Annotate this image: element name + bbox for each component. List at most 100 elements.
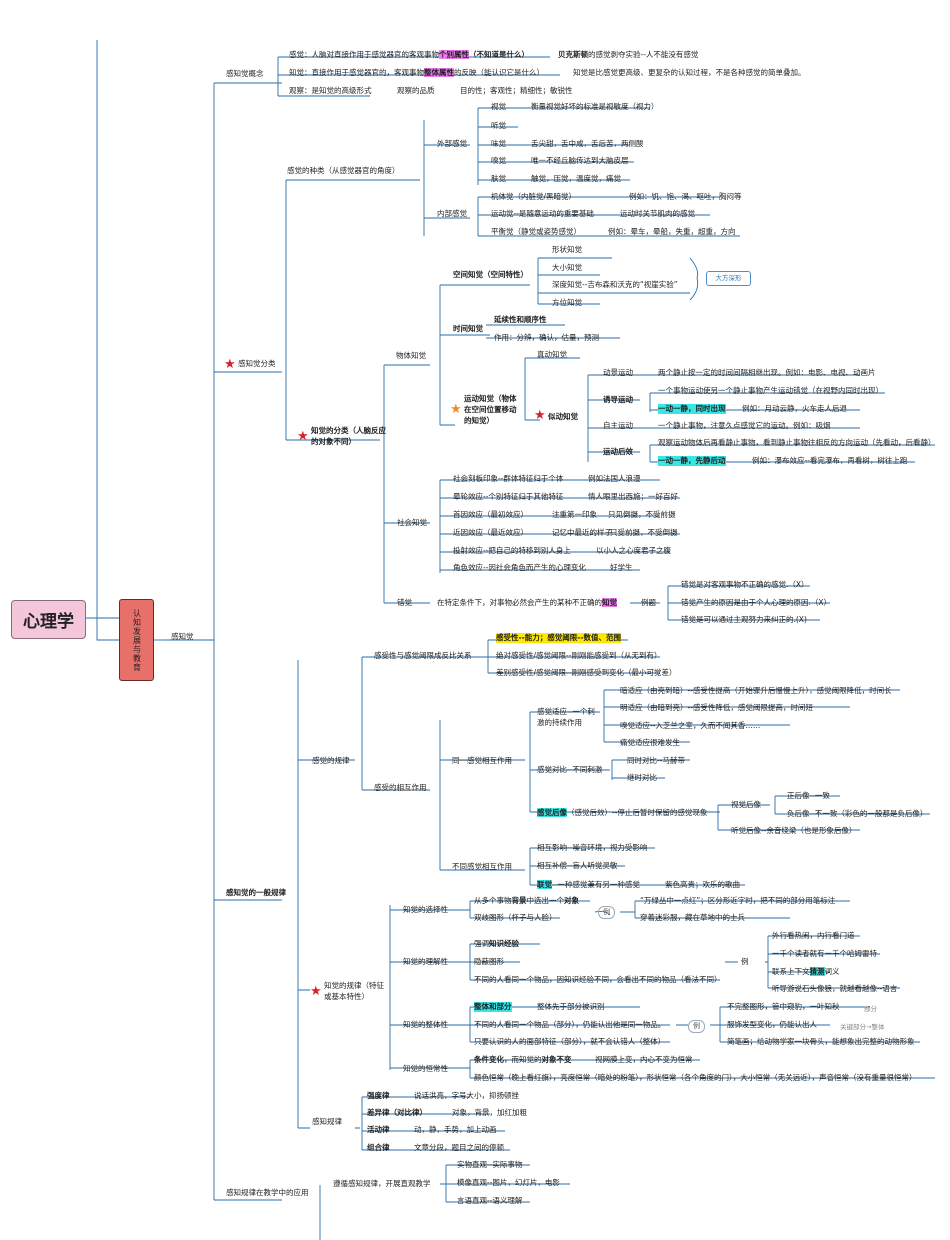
- sense-types[interactable]: 感觉的种类（从感觉器官的角度）: [287, 166, 400, 175]
- auditory-afterimage: 听觉后像--余音绕梁（也是形象后像）: [731, 826, 857, 835]
- wholeness-a: 整体先于部分被识别: [537, 1002, 605, 1011]
- wholeness-example-1-note: 部分: [864, 1005, 877, 1013]
- internal-sense[interactable]: 内部感觉: [437, 209, 467, 218]
- wholeness-example-3: 简笔画；给动物学家一块骨头，能想象出完整的动物形象: [727, 1037, 915, 1046]
- wholeness[interactable]: 知觉的整体性: [403, 1020, 448, 1029]
- pain-adaptation: 痛觉适应很难发生: [620, 738, 680, 747]
- vision-desc: 衡量视觉好坏的标准是视敏度（视力）: [531, 102, 659, 111]
- induced-motion: 诱导运动: [603, 395, 633, 404]
- time-perception[interactable]: 时间知觉: [453, 324, 483, 333]
- afterimage[interactable]: 感觉后像（感觉后效）--停止后暂时保留的感觉现象: [537, 808, 708, 817]
- selectivity-b: 双歧图形（杯子与人脸）: [474, 913, 557, 922]
- halo-effect: 晕轮效应--个别特征归于其他特征: [453, 492, 564, 501]
- light-adaptation: 明适应（由暗到亮）--感受性降低，感觉阈限提高，时间短: [620, 703, 813, 712]
- sensory-perception-laws[interactable]: 感知规律: [312, 1117, 342, 1126]
- intensity-law: 强度律: [367, 1091, 390, 1100]
- g1-sensation: 感觉：人脑对直接作用于感觉器官的客观事物个别属性（不知道是什么）: [289, 50, 529, 59]
- negative-afterimage: 负后像--不一致（彩色的一般都是负后像）: [787, 809, 928, 818]
- apparent-movement[interactable]: 似动知觉: [548, 412, 578, 421]
- balance-desc: 例如：晕车，晕船，失重，超重，方向: [608, 227, 736, 236]
- example-label: 例题: [641, 598, 656, 607]
- understanding-b: 隐蔽图形: [474, 957, 504, 966]
- motion-aftereffect: 运动后效: [603, 447, 633, 456]
- sensory-interaction[interactable]: 感受的相互作用: [374, 783, 427, 792]
- adaptation[interactable]: 感觉适应--一个刺激的持续作用: [537, 707, 595, 727]
- absolute-threshold: 绝对感受性/感觉阈限--刚刚能感受到（从无到有）: [496, 651, 662, 660]
- g4-title[interactable]: 感知规律在教学中的应用: [226, 1188, 309, 1197]
- example-tag: 例: [688, 1020, 705, 1033]
- g3-title[interactable]: 感知觉的一般规律: [226, 888, 286, 897]
- main-node[interactable]: 感知觉: [171, 632, 194, 641]
- dynamic-motion-desc: 两个静止按一定的时间间隔相继出现。例如：电影、电视、动画片: [658, 368, 876, 377]
- object-intuition: 实物直观--实际事物: [457, 1160, 523, 1169]
- diff-sense-interaction[interactable]: 不同感觉相互作用: [452, 862, 512, 871]
- g2-title[interactable]: 感知觉分类: [238, 359, 276, 368]
- real-movement: 真动知觉: [537, 350, 567, 359]
- organic: 机体觉（内脏觉/黑暗觉）: [491, 192, 577, 201]
- size-perception: 大小知觉: [552, 263, 582, 272]
- perception-laws[interactable]: 知觉的规律（特征或基本特性）: [324, 981, 384, 1001]
- selectivity[interactable]: 知觉的选择性: [403, 905, 448, 914]
- mutual-influence: 相互影响--噪音环境，视力受影响: [537, 843, 648, 852]
- induced-motion-example: 例如：月动云静，火车走人后退: [742, 404, 847, 413]
- g4-rule[interactable]: 遵循感知规律，开展直观教学: [333, 1179, 431, 1188]
- difference-threshold: 差别感受性/感觉阈限--刚刚感受到变化（最小可觉差）: [496, 668, 677, 677]
- g1-observe: 观察：是知觉的高级形式: [289, 86, 372, 95]
- root-node[interactable]: 心理学: [11, 600, 86, 639]
- constancy-a: 条件变化，而知觉的对象不变: [474, 1055, 572, 1064]
- vision: 视觉: [491, 102, 506, 111]
- star-icon: ★: [534, 408, 546, 423]
- taste: 味觉: [491, 139, 506, 148]
- root-title: 心理学: [23, 612, 74, 632]
- g1-title[interactable]: 感知觉概念: [226, 69, 264, 78]
- example-tag: 例: [741, 957, 749, 966]
- stereotype-example: 例如法国人浪漫: [588, 474, 641, 483]
- movement-perception[interactable]: 运动知觉（物体在空间位置移动的知觉）: [464, 394, 517, 425]
- sensation-laws[interactable]: 感觉的规律: [312, 756, 350, 765]
- perception-types[interactable]: 知觉的分类（人脑反应的对象不同）: [311, 426, 386, 446]
- time-function: 作用：分辨，确认，估量，预测: [494, 333, 599, 342]
- star-icon: ★: [310, 984, 322, 999]
- motion-sense: 运动觉--是随意运动的重要基础: [491, 209, 594, 218]
- difference-law-desc: 对象，背景，加红加粗: [452, 1108, 527, 1117]
- recency-mid: 记忆中最近的样子: [552, 528, 612, 537]
- inverse-relation[interactable]: 感受性与感觉阈限成反比关系: [374, 651, 472, 660]
- skin-desc: 触觉，压觉，温度觉，痛觉: [531, 174, 621, 183]
- illusion-def: 在特定条件下，对事物必然会产生的某种不正确的知觉: [437, 598, 617, 607]
- g1-perception-note: 知觉是比感觉更高级、更复杂的认知过程，不是各种感觉的简单叠加。: [573, 68, 806, 77]
- recency-example: 只受前摄，不受倒摄: [610, 528, 678, 537]
- recency-effect: 近因效应（最近效应）: [453, 528, 528, 537]
- dynamic-motion: 动景运动: [603, 368, 633, 377]
- skin: 肤觉: [491, 174, 506, 183]
- verbal-intuition: 言语直观--语义理解: [457, 1196, 523, 1205]
- smell: 嗅觉: [491, 156, 506, 165]
- successive-contrast: 继时对比: [627, 773, 657, 782]
- social-perception[interactable]: 社会知觉: [397, 518, 427, 527]
- primacy-example: 只见倒摄，不受前摄: [608, 510, 676, 519]
- understanding[interactable]: 知觉的理解性: [403, 957, 448, 966]
- activity-law-desc: 动，静，手势，加上动画: [414, 1125, 497, 1134]
- halo-example: 情人眼里出西施；一好百好: [588, 492, 678, 501]
- positive-afterimage: 正后像--一致: [787, 791, 830, 800]
- wholeness-example-1: 不完整图形，管中窥豹，一叶知秋: [727, 1002, 840, 1011]
- illusion[interactable]: 错觉: [397, 598, 412, 607]
- object-perception[interactable]: 物体知觉: [396, 351, 426, 360]
- synesthesia-example: 紫色高贵；欢乐的歌曲: [665, 880, 740, 889]
- smell-adaptation: 嗅觉适应--入芝兰之室，久而不闻其香……: [620, 721, 761, 730]
- constancy[interactable]: 知觉的恒常性: [403, 1064, 448, 1073]
- same-sense-interaction[interactable]: 同一感觉相互作用: [452, 756, 512, 765]
- understanding-example-1: 外行看热闹，内行看门道: [772, 931, 855, 940]
- induced-motion-key: 一动一静，同时出现: [658, 404, 726, 414]
- activity-law: 活动律: [367, 1125, 390, 1134]
- external-sense[interactable]: 外部感觉: [437, 139, 467, 148]
- time-duration: 延续性和顺序性: [494, 315, 547, 324]
- sensory-contrast[interactable]: 感觉对比--不同刺激: [537, 765, 603, 774]
- branch-node[interactable]: 认知发展与教育: [119, 599, 154, 681]
- wholeness-b: 不同的人看同一个物品（部分），仍能认出他是同一物品。: [474, 1020, 666, 1029]
- constancy-a-note: 视网膜上变，内心不变为恒常: [595, 1055, 693, 1064]
- shape-perception: 形状知觉: [552, 245, 582, 254]
- star-icon: ★: [297, 429, 309, 444]
- motion-desc: 运动时关节肌肉的感觉: [620, 209, 695, 218]
- space-perception[interactable]: 空间知觉（空间特性）: [453, 270, 528, 279]
